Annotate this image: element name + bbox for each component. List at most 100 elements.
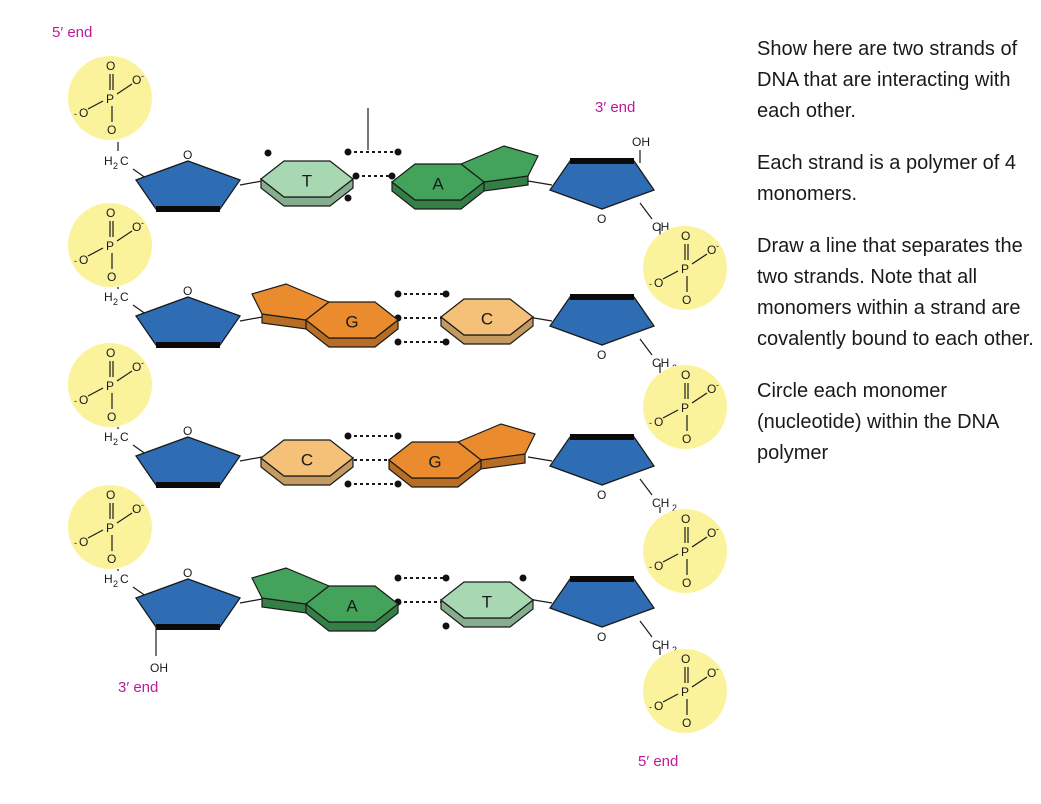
hbond-row2-a	[394, 290, 450, 298]
hbond-row1-b	[352, 172, 396, 180]
backbone-bond	[639, 478, 653, 496]
oxygen-ion: O	[654, 415, 663, 429]
svg-text:2: 2	[113, 297, 118, 307]
bond-dot	[442, 574, 450, 582]
pyrimidine-ring	[388, 441, 482, 479]
oxygen-ion: O	[132, 73, 141, 87]
ch2-label: CH	[652, 638, 669, 652]
base-letter: A	[346, 597, 358, 616]
bond-dot	[344, 194, 352, 202]
sugar-left-3: O	[134, 424, 242, 488]
base-letter: G	[345, 313, 358, 332]
phosphate-left-4: POO--OO	[68, 485, 152, 569]
svg-text:2: 2	[672, 645, 677, 655]
sugar-right-2: O	[548, 294, 656, 362]
ring-oxygen: O	[597, 630, 606, 644]
oxygen-ion: O	[654, 699, 663, 713]
sugar-right-1: O	[548, 158, 656, 226]
base-A-row1: A	[391, 145, 539, 210]
svg-text:2: 2	[113, 437, 118, 447]
svg-text:-: -	[716, 664, 719, 674]
ring-oxygen: O	[183, 566, 192, 580]
h2c-label: H	[104, 430, 113, 444]
phosphate-left-2: POO--OO	[68, 203, 152, 287]
oxygen-ion: O	[132, 220, 141, 234]
sugar-right-4: O	[548, 576, 656, 644]
instruction-polymer: Each strand is a polymer of 4 monomers.	[757, 152, 1017, 205]
sugar-ring	[134, 436, 242, 486]
phosphate-right-1: POO--OO	[643, 226, 727, 310]
oxygen-ion: O	[132, 502, 141, 516]
svg-text:2: 2	[113, 161, 118, 171]
five-prime-end-right: 5′ end	[638, 753, 678, 770]
phosphorus-atom: P	[681, 262, 689, 276]
base-A-row4: A	[251, 567, 399, 632]
oxygen-ion: O	[132, 360, 141, 374]
ring-oxygen: O	[183, 424, 192, 438]
oxygen-bridge: O	[682, 576, 691, 590]
glycosidic-bond-right	[527, 456, 553, 462]
svg-text:-: -	[649, 702, 652, 712]
sugar-ring	[548, 296, 656, 346]
base-letter: C	[481, 310, 493, 329]
svg-text:-: -	[716, 380, 719, 390]
svg-text:-: -	[649, 418, 652, 428]
phosphorus-atom: P	[106, 521, 114, 535]
oxygen-ion: O	[707, 243, 716, 257]
svg-text:C: C	[120, 154, 129, 168]
phosphate-circle	[643, 365, 727, 449]
phosphate-left-1: POO--OO	[68, 56, 152, 140]
glycosidic-bond-left	[239, 598, 263, 604]
base-face	[440, 298, 534, 336]
oxygen-ion: O	[654, 559, 663, 573]
phosphate-circle	[68, 343, 152, 427]
bond-dot	[394, 574, 402, 582]
svg-text:2: 2	[672, 503, 677, 513]
phosphorus-atom: P	[106, 379, 114, 393]
oxygen-bridge: O	[107, 552, 116, 566]
base-face	[440, 581, 534, 619]
hbond-row3-a	[344, 432, 402, 440]
oxygen-bridge: O	[107, 270, 116, 284]
ch2-label: CH	[652, 356, 669, 370]
oxygen-double: O	[106, 59, 115, 73]
sugar-left-2: O	[134, 284, 242, 348]
three-prime-end-right: 3′ end	[595, 99, 635, 116]
oxygen-ion: O	[707, 526, 716, 540]
sugar-ring	[134, 160, 242, 210]
bond-dot	[388, 172, 396, 180]
five-prime-end-left: 5′ end	[52, 24, 92, 41]
phosphorus-atom: P	[106, 92, 114, 106]
phosphate-circle	[68, 56, 152, 140]
oxygen-ion: O	[654, 276, 663, 290]
sugar-right-3: O	[548, 434, 656, 502]
svg-text:-: -	[141, 218, 144, 228]
bond-dot	[344, 432, 352, 440]
sugar-ring	[548, 436, 656, 486]
base-face	[260, 160, 354, 198]
oxygen-ion: O	[79, 106, 88, 120]
bond-dot	[352, 172, 360, 180]
svg-text:C: C	[120, 290, 129, 304]
oxygen-ion: O	[79, 535, 88, 549]
instruction-draw-line: Draw a line that separates the two stran…	[757, 235, 1034, 350]
ring-oxygen: O	[183, 148, 192, 162]
glycosidic-bond-left	[239, 180, 263, 186]
oxygen-ion: O	[707, 382, 716, 396]
base-T-row4: T	[440, 581, 534, 628]
oxygen-double: O	[106, 346, 115, 360]
ring-oxygen: O	[597, 488, 606, 502]
sugar-ring	[134, 578, 242, 628]
svg-text:-: -	[74, 109, 77, 119]
svg-text:C: C	[120, 430, 129, 444]
oxygen-double: O	[681, 368, 690, 382]
phosphorus-atom: P	[681, 401, 689, 415]
phosphorus-atom: P	[681, 545, 689, 559]
pyrimidine-ring	[391, 163, 485, 201]
methyl-dot	[519, 574, 527, 582]
